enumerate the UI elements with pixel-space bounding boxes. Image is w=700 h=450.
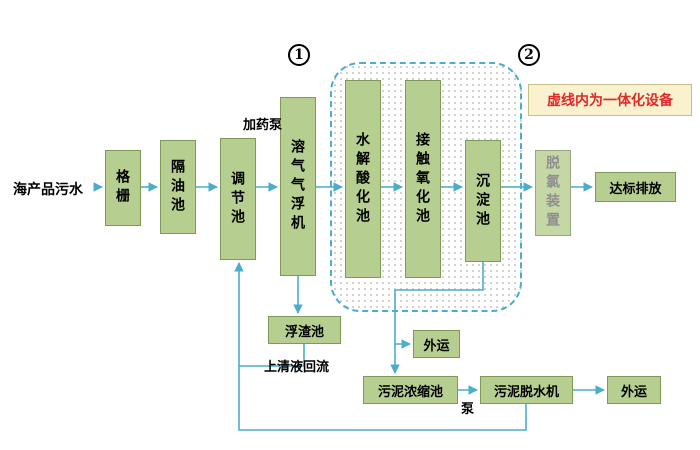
node-contact-oxidation-tank: 接触氧化池	[405, 80, 441, 278]
node-sludge-dewatering-machine: 污泥脱水机	[480, 376, 573, 404]
node-sedimentation-tank-label: 沉淀池	[475, 172, 491, 230]
legend-box: 虚线内为一体化设备	[528, 84, 692, 116]
node-scum-tank-label: 浮渣池	[284, 323, 324, 339]
node-oil-separation-tank: 隔油池	[160, 140, 196, 234]
node-daf-machine-label: 溶气气浮机	[290, 139, 306, 234]
source-label: 海产品污水	[13, 181, 83, 197]
legend-text: 虚线内为一体化设备	[547, 92, 673, 108]
node-discharge: 达标排放	[595, 172, 676, 202]
supernatant-return-label: 上清液回流	[264, 359, 330, 374]
circled-number-2-label: 2	[524, 47, 534, 63]
node-haul-away-2: 外运	[607, 376, 661, 404]
node-haul-away-2-label: 外运	[620, 383, 647, 399]
node-daf-machine: 溶气气浮机	[280, 97, 316, 276]
node-sludge-dewatering-machine-label: 污泥脱水机	[493, 383, 559, 399]
node-regulation-tank-label: 调节池	[230, 170, 246, 228]
node-sludge-thickening-tank-label: 污泥浓缩池	[377, 383, 443, 399]
node-oil-separation-tank-label: 隔油池	[170, 158, 186, 216]
node-haul-away-1: 外运	[413, 330, 460, 358]
node-hydrolysis-acidification-tank: 水解酸化池	[345, 80, 381, 278]
node-regulation-tank: 调节池	[220, 138, 256, 260]
node-dechlorination-unit: 脱氯装置	[535, 150, 571, 236]
node-discharge-label: 达标排放	[609, 180, 662, 196]
dosing-pump-label: 加药泵	[243, 117, 283, 132]
node-contact-oxidation-tank-label: 接触氧化池	[415, 131, 431, 227]
node-haul-away-1-label: 外运	[423, 337, 450, 353]
circled-number-1-label: 1	[294, 47, 304, 63]
node-grid-label: 格栅	[115, 169, 131, 207]
circled-number-2-marker: 2	[518, 44, 540, 66]
node-dechlorination-unit-label: 脱氯装置	[545, 155, 561, 231]
node-sedimentation-tank: 沉淀池	[465, 140, 501, 262]
node-scum-tank: 浮渣池	[268, 316, 341, 344]
node-sludge-thickening-tank: 污泥浓缩池	[363, 376, 458, 404]
pump-label: 泵	[461, 401, 475, 416]
circled-number-1-marker: 1	[288, 44, 310, 66]
node-grid: 格栅	[105, 150, 141, 226]
node-hydrolysis-acidification-tank-label: 水解酸化池	[355, 131, 371, 227]
